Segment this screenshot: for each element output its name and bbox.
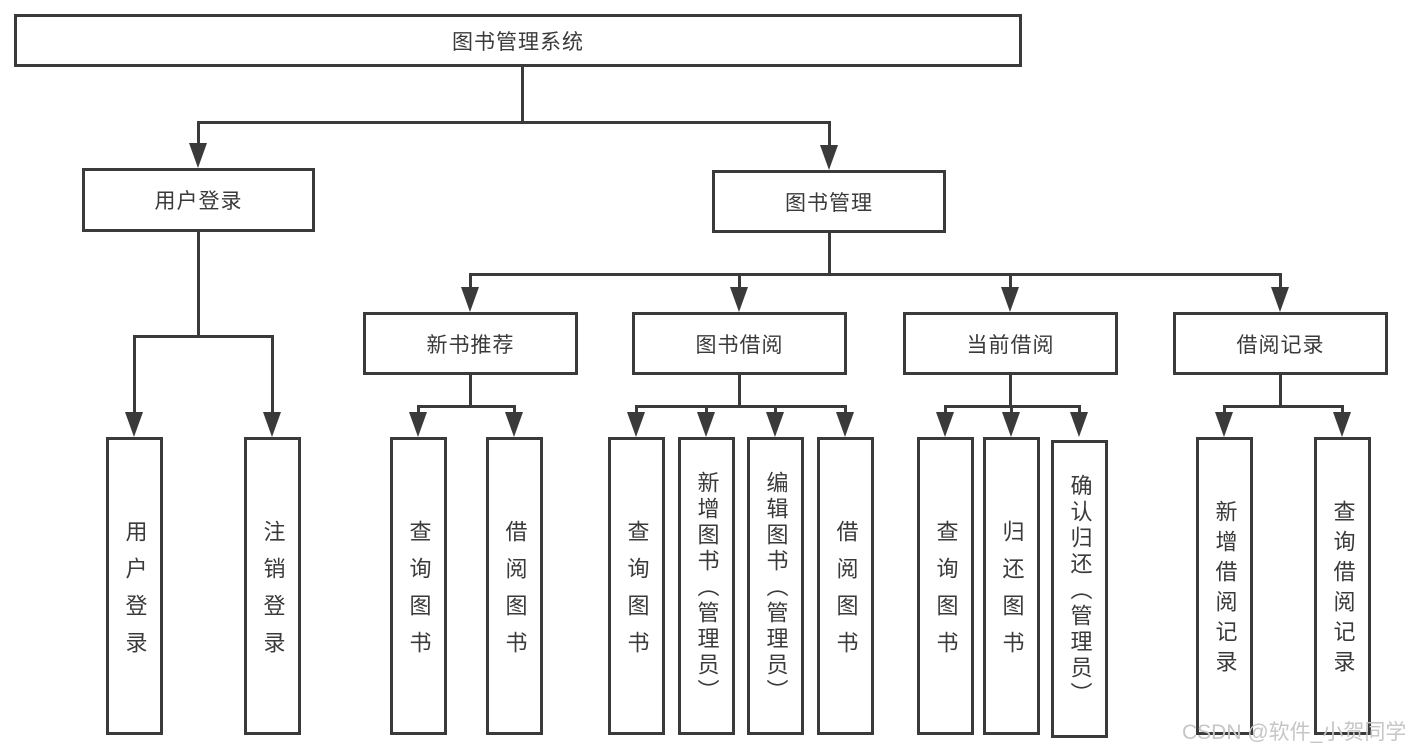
connector-line — [944, 405, 947, 416]
connector-line — [197, 121, 831, 124]
arrow-down-icon — [189, 143, 207, 168]
connector-line — [828, 231, 831, 276]
leaf-bb-edit-books-admin: 编辑图书（管理员） — [747, 437, 804, 735]
arrow-down-icon — [1271, 287, 1289, 312]
node-user-login: 用户登录 — [82, 168, 315, 232]
connector-line — [1078, 405, 1081, 416]
connector-line — [1279, 273, 1282, 291]
node-book-management: 图书管理 — [712, 170, 946, 233]
leaf-label: 查询借阅记录 — [1330, 500, 1356, 680]
csdn-watermark: CSDN @软件_小贺同学 — [1182, 721, 1405, 744]
arrow-down-icon — [125, 412, 143, 437]
leaf-bb-add-books-admin: 新增图书（管理员） — [678, 437, 735, 735]
connector-line — [1279, 373, 1282, 408]
leaf-label: 借阅图书 — [502, 519, 528, 668]
connector-line — [1341, 405, 1344, 416]
connector-line — [1223, 405, 1226, 416]
leaf-nb-query-books: 查询图书 — [390, 437, 447, 735]
leaf-cb-query-books: 查询图书 — [917, 437, 974, 735]
node-borrow-records: 借阅记录 — [1173, 312, 1388, 375]
arrow-down-icon — [730, 287, 748, 312]
arrow-down-icon — [936, 412, 954, 437]
connector-line — [417, 405, 420, 416]
connector-line — [828, 121, 831, 149]
arrow-down-icon — [1002, 412, 1020, 437]
connector-line — [738, 373, 741, 408]
leaf-label: 编辑图书（管理员） — [763, 471, 789, 705]
connector-line — [1009, 373, 1012, 408]
leaf-cb-confirm-return-admin: 确认归还（管理员） — [1051, 440, 1108, 738]
connector-line — [133, 335, 274, 338]
connector-line — [197, 121, 200, 147]
connector-line — [133, 335, 136, 417]
leaf-label: 归还图书 — [999, 519, 1025, 668]
connector-line — [774, 405, 777, 416]
leaf-logout: 注销登录 — [244, 437, 301, 735]
leaf-bb-query-books: 查询图书 — [608, 437, 665, 735]
arrow-down-icon — [1333, 412, 1351, 437]
leaf-label: 查询图书 — [933, 519, 959, 668]
connector-line — [844, 405, 847, 416]
leaf-cb-return-books: 归还图书 — [983, 437, 1040, 735]
connector-line — [469, 373, 472, 408]
leaf-label: 新增图书（管理员） — [694, 471, 720, 705]
arrow-down-icon — [1001, 287, 1019, 312]
arrow-down-icon — [627, 412, 645, 437]
node-new-book-recommend: 新书推荐 — [363, 312, 578, 375]
leaf-label: 借阅图书 — [833, 519, 859, 668]
arrow-down-icon — [820, 145, 838, 170]
leaf-label: 查询图书 — [406, 519, 432, 668]
leaf-label: 新增借阅记录 — [1212, 500, 1238, 680]
connector-line — [417, 405, 516, 408]
connector-line — [1223, 405, 1343, 408]
connector-line — [738, 273, 741, 291]
connector-line — [469, 273, 1281, 276]
connector-line — [1009, 273, 1012, 291]
leaf-nb-borrow-books: 借阅图书 — [486, 437, 543, 735]
leaf-label: 确认归还（管理员） — [1067, 474, 1093, 708]
leaf-label: 注销登录 — [260, 519, 286, 668]
connector-line — [271, 335, 274, 417]
arrow-down-icon — [505, 412, 523, 437]
arrow-down-icon — [836, 412, 854, 437]
connector-line — [635, 405, 638, 416]
leaf-label: 查询图书 — [624, 519, 650, 668]
connector-line — [635, 405, 847, 408]
node-root-library-system: 图书管理系统 — [14, 14, 1022, 67]
node-current-borrow: 当前借阅 — [903, 312, 1118, 375]
node-book-borrow: 图书借阅 — [632, 312, 847, 375]
arrow-down-icon — [409, 412, 427, 437]
arrow-down-icon — [1215, 412, 1233, 437]
connector-line — [197, 230, 200, 338]
leaf-label: 用户登录 — [122, 519, 148, 668]
connector-line — [469, 273, 472, 291]
leaf-user-login: 用户登录 — [106, 437, 163, 735]
connector-line — [513, 405, 516, 416]
arrow-down-icon — [697, 412, 715, 437]
arrow-down-icon — [766, 412, 784, 437]
connector-line — [521, 64, 524, 124]
leaf-bb-borrow-books: 借阅图书 — [817, 437, 874, 735]
arrow-down-icon — [461, 287, 479, 312]
arrow-down-icon — [263, 412, 281, 437]
arrow-down-icon — [1070, 412, 1088, 437]
connector-line — [705, 405, 708, 416]
leaf-br-add-record: 新增借阅记录 — [1196, 437, 1253, 735]
leaf-br-query-record: 查询借阅记录 — [1314, 437, 1371, 735]
connector-line — [1010, 405, 1013, 416]
